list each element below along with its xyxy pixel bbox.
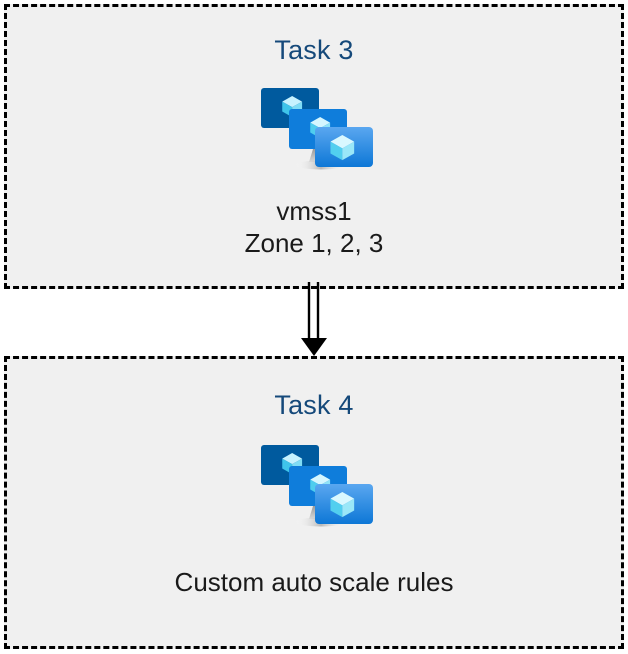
task-4-labels: Custom auto scale rules (175, 567, 454, 599)
task-box-3[interactable]: Task 3 (4, 4, 624, 289)
vmss-icon (261, 88, 373, 170)
node-label-vmss-zones: Zone 1, 2, 3 (244, 227, 384, 258)
node-label-autoscale-rules: Custom auto scale rules (174, 567, 454, 597)
vmss-icon (261, 445, 373, 527)
task-box-4[interactable]: Task 4 (4, 356, 624, 649)
node-label-vmss-name: vmss1 (276, 196, 352, 226)
task-3-labels: vmss1 Zone 1, 2, 3 (245, 196, 384, 259)
task-4-title: Task 4 (274, 390, 354, 420)
task-3-title: Task 3 (274, 35, 354, 65)
connector-arrow-icon (301, 282, 327, 356)
